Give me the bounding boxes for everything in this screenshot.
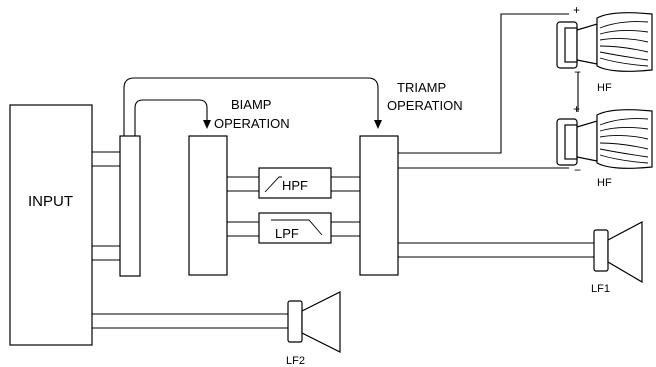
input-splitter-bar [119, 135, 141, 277]
lpf-label: LPF [275, 226, 299, 241]
lf1-label: LF1 [591, 283, 610, 295]
hf-bottom-minus: − [574, 163, 581, 177]
hf-top-label: HF [597, 82, 612, 94]
hf-top-minus: − [574, 65, 581, 79]
hf-horn-bottom: + − HF [556, 102, 653, 189]
lf1-speaker: LF1 [591, 221, 643, 295]
hf-wiring [398, 13, 579, 169]
hf-horn-top: + − HF [556, 3, 653, 94]
hpf-label: HPF [282, 178, 308, 193]
triamp-operation-label: OPERATION [387, 98, 463, 113]
hpf-block: HPF [258, 167, 332, 199]
biamp-arrow [134, 99, 211, 136]
input-to-bar-wires [92, 151, 120, 261]
triamp-arrow [123, 77, 382, 136]
input-block: INPUT [9, 104, 93, 346]
low-pass-icon [271, 219, 323, 236]
hf-top-plus: + [573, 3, 580, 17]
lf2-label: LF2 [286, 355, 305, 367]
hf-bottom-label: HF [597, 177, 612, 189]
crossover-block [188, 135, 228, 276]
amplifier-block [359, 135, 399, 276]
biamp-operation-label: OPERATION [214, 116, 290, 131]
high-pass-icon [264, 176, 282, 193]
biamp-label: BIAMP [231, 97, 271, 112]
lpf-block: LPF [258, 212, 332, 244]
lf2-wiring [92, 313, 288, 329]
hf-bottom-plus: + [573, 102, 580, 116]
input-label: INPUT [28, 193, 73, 210]
triamp-label: TRIAMP [397, 80, 446, 95]
lf1-wiring [398, 242, 594, 258]
lf2-speaker: LF2 [286, 291, 341, 367]
